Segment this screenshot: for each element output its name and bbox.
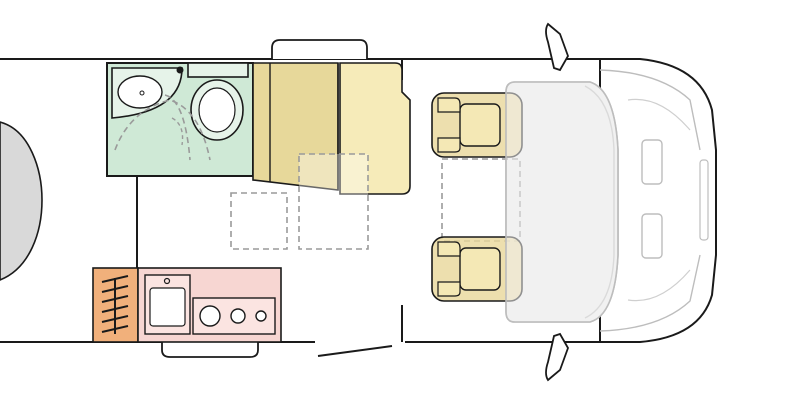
washbasin-tap (176, 66, 184, 74)
toilet-seat (198, 87, 236, 133)
bathroom (106, 62, 254, 177)
shower-swing-arc-small (171, 117, 184, 146)
driver-seat-armrest-top (437, 241, 461, 257)
hob-burner-medium (230, 308, 246, 324)
heater-bar-4 (101, 305, 129, 313)
table-position-main (298, 153, 369, 250)
passenger-seat-armrest-top (437, 97, 461, 113)
top-window (271, 39, 368, 59)
heater-bar-2 (101, 285, 129, 293)
passenger-seat (431, 92, 523, 158)
mirror-top (545, 22, 569, 72)
cab-grille (699, 159, 709, 241)
cab-nose (599, 58, 717, 343)
rear-bed (0, 121, 43, 281)
cab-arc-top (627, 98, 691, 131)
sliding-door (317, 345, 393, 357)
hob-burner-small (255, 310, 267, 322)
passenger-seat-cushion (459, 103, 501, 147)
rear-bed-shape (0, 121, 43, 281)
passenger-seat-armrest-bottom (437, 137, 461, 153)
cab-inner-line-top (599, 69, 701, 151)
heater-bar-1 (101, 275, 129, 283)
dinette (230, 62, 411, 250)
driver-seat-cushion (459, 247, 501, 291)
heater-bar-5 (101, 315, 129, 323)
shower-swing-arc (114, 99, 211, 161)
bench-seat-right (339, 62, 411, 195)
washbasin-drain (139, 90, 145, 96)
sink-tap (163, 277, 171, 285)
kitchen (92, 267, 282, 343)
mirror-bottom (545, 332, 569, 382)
cab-arc-bottom (627, 269, 691, 302)
toilet-tank (187, 62, 249, 78)
heater-bar-6 (101, 325, 129, 333)
bottom-step (161, 342, 259, 358)
cab-inner-line-bottom (599, 254, 701, 332)
cab-detail-bottom (641, 213, 663, 259)
sink-basin (149, 287, 186, 327)
dashboard-overlay (505, 81, 619, 323)
driver-seat-armrest-bottom (437, 281, 461, 297)
cab-detail-top (641, 139, 663, 185)
cab (431, 22, 717, 382)
hob-burner-large (199, 305, 221, 327)
shower-swing-arc-inner (164, 94, 191, 161)
heater-bar-3 (101, 295, 129, 303)
table-position-alt (230, 192, 288, 250)
driver-seat (431, 236, 523, 302)
